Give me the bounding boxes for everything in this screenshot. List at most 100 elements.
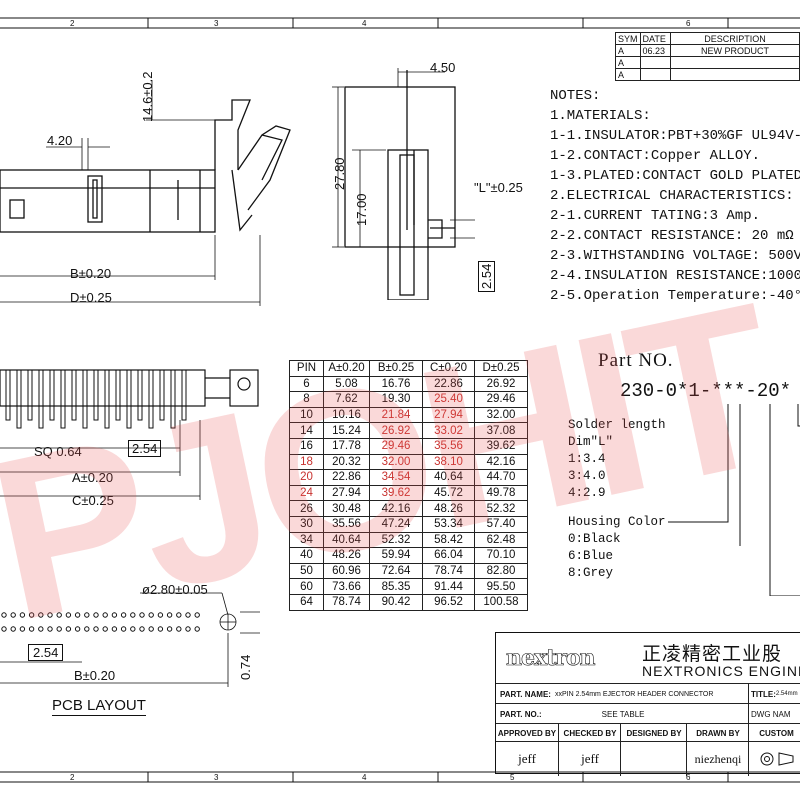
title-block: nextron 正凌精密工业股 NEXTRONICS ENGINEE PART.… [495,632,800,776]
pin-table-cell: 16.76 [369,375,423,393]
note-line: 2-3.WITHSTANDING VOLTAGE: 500V [550,248,800,264]
pcb-hole [74,612,81,618]
pin-table-cell: 45.72 [422,484,475,502]
pcb-hole [102,626,108,632]
pin-table-cell: 20 [289,469,324,486]
pin-table-cell: 78.74 [323,593,370,611]
designed-by-label: DESIGNED BY [620,724,687,742]
note-line: 1-2.CONTACT:Copper ALLOY. [550,148,761,164]
pin-table-cell: 35.56 [323,515,370,533]
title-value: 2.54mm [775,691,798,697]
dim-ejector-height: 14.6±0.2 [140,71,155,122]
housing-option: 8:Grey [568,566,614,580]
pin-table-cell: 27.94 [323,484,370,502]
rev-desc [669,56,800,69]
drawn-by-label: DRAWN BY [686,724,749,742]
pcb-hole [47,626,53,632]
dim-b: B±0.20 [70,266,112,281]
pcb-hole [148,612,154,618]
pin-leg [5,369,11,421]
pin-leg [148,369,154,429]
zone-number-top: 4 [362,19,367,28]
note-line: 2-2.CONTACT RESISTANCE: 20 mΩ [550,228,794,244]
pin-table-cell: 29.46 [369,437,423,455]
pcb-hole [74,626,81,632]
pin-table-cell: 78.74 [422,562,475,580]
pin-table-cell: 53.34 [422,515,475,533]
pcb-hole [111,626,118,632]
pin-table-cell: 26.92 [369,422,423,439]
pcb-hole [38,626,44,632]
pin-table-cell: 96.52 [422,593,475,611]
pcb-hole [139,626,145,632]
pin-table-cell: 40 [289,547,324,564]
pcb-hole [194,626,200,632]
pin-leg [115,369,121,421]
solder-option: 1:3.4 [568,452,606,466]
part-no-leader-lines [668,404,800,596]
pcb-hole [148,626,154,632]
pin-leg [49,369,55,421]
pin-leg [181,369,187,421]
pin-col-header: C±0.20 [422,360,475,377]
part-no-block-value: SEE TABLE [601,709,645,719]
pin-table-cell: 40.64 [422,469,475,486]
pcb-hole [28,626,35,632]
pin-table-cell: 90.42 [369,593,423,611]
dim-pcb-offset: 0.74 [238,654,253,680]
pcb-hole [1,612,7,618]
pin-table-cell: 73.66 [323,578,370,595]
zone-number-top: 2 [70,19,75,28]
pin-table-cell: 8 [289,391,324,408]
pin-leg [159,369,165,421]
pcb-hole [47,612,53,618]
pcb-hole [139,612,145,618]
solder-option: 4:2.9 [568,486,606,500]
rev-sym: A [615,44,641,57]
company-logo: nextron [506,645,596,672]
pin-table-cell: 10 [289,406,324,424]
rev-header-desc: DESCRIPTION [669,32,800,45]
checked-by-label: CHECKED BY [558,724,621,742]
pin-leg [93,369,99,421]
pin-table-cell: 39.62 [369,484,423,502]
pcb-hole [38,612,44,618]
pin-table-cell: 25.40 [422,391,475,408]
dim-pitch-side: 2.54 [478,260,495,292]
housing-option: 0:Black [568,532,621,546]
dim-height-27-80: 27.80 [332,157,347,190]
pin-table-cell: 16 [289,437,324,455]
pin-table-cell: 26.92 [474,375,528,393]
pin-table-cell: 21.84 [369,406,423,424]
pin-table-cell: 82.80 [474,562,528,580]
pcb-layout-drawing [0,592,260,687]
zone-number-bottom: 2 [70,773,75,782]
company-name-en: NEXTRONICS ENGINEE [642,663,800,679]
pcb-hole [185,612,191,618]
rev-sym: A [615,56,641,69]
pin-table-cell: 34 [289,531,324,549]
pin-leg [82,369,88,429]
pin-table-cell: 42.16 [474,453,528,471]
pin-table-cell: 66.04 [422,547,475,564]
pin-table-cell: 24 [289,484,324,502]
pin-table-cell: 48.26 [323,547,370,564]
pcb-hole [65,626,72,632]
note-line: 2-1.CURRENT TATING:3 Amp. [550,208,761,224]
pin-table-cell: 60 [289,578,324,595]
pin-table-cell: 44.70 [474,469,528,486]
pin-table-cell: 10.16 [323,406,370,424]
pcb-hole [102,612,108,618]
pcb-hole [185,626,191,632]
note-line: 2-4.INSULATION RESISTANCE:1000MΩ [550,268,800,284]
